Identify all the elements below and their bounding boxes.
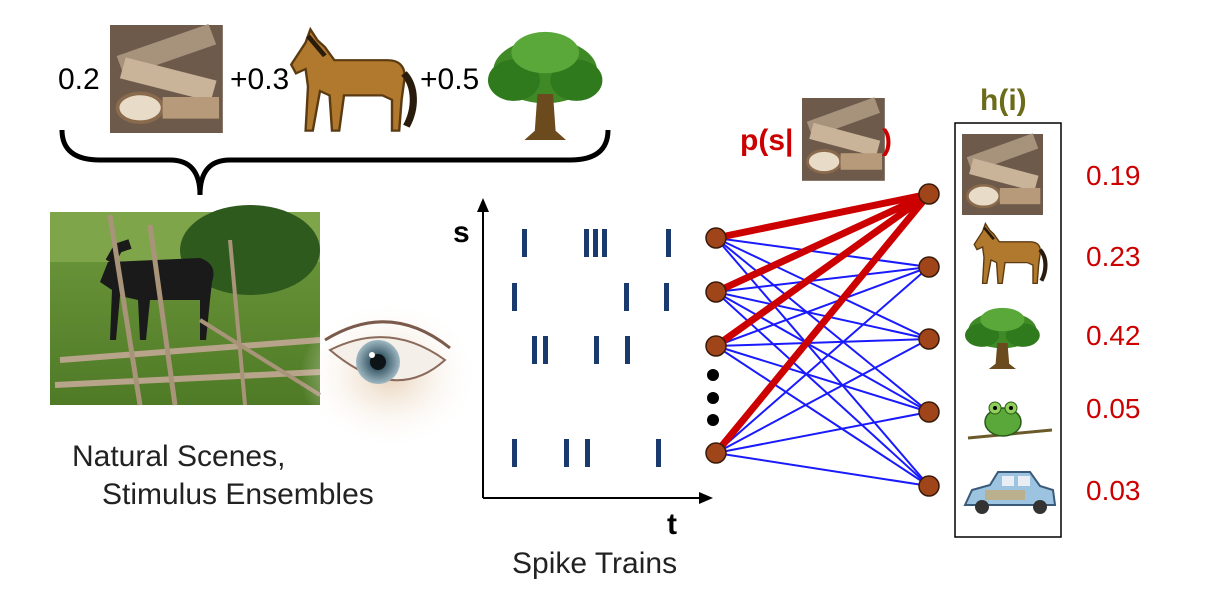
spike-tick [512, 283, 517, 311]
spike-tick [584, 229, 589, 257]
spike-tick [656, 439, 661, 467]
strong-connection [714, 190, 931, 296]
raster-x-label: t [667, 508, 677, 541]
likelihood-label-open: p(s| [740, 124, 794, 157]
prior-value-5: 0.03 [1086, 475, 1141, 506]
coefficient-2: +0.3 [230, 63, 290, 96]
scene-caption-line2: Stimulus Ensembles [102, 478, 374, 511]
grouping-brace [59, 129, 611, 196]
weak-connection [715, 338, 930, 454]
ellipsis-dots [707, 369, 719, 426]
strong-connection [715, 190, 930, 242]
output-neuron [918, 328, 940, 350]
input-neuron [705, 335, 727, 357]
prior-value-3: 0.42 [1086, 320, 1141, 351]
output-neuron [918, 401, 940, 423]
output-neuron [918, 256, 940, 278]
prior-car-icon [963, 471, 1057, 514]
weak-connection [715, 411, 930, 454]
spike-tick [522, 229, 527, 257]
spike-tick [543, 336, 548, 364]
spike-tick [625, 336, 630, 364]
output-neuron [918, 183, 940, 205]
mixture-logs-image [108, 22, 225, 135]
output-neuron [918, 475, 940, 497]
spike-tick [624, 283, 629, 311]
spike-tick [594, 336, 599, 364]
scene-photo [50, 205, 322, 406]
spike-tick [602, 229, 607, 257]
scene-caption-line1: Natural Scenes, [72, 440, 286, 473]
prior-frog-icon [967, 401, 1053, 440]
spike-tick [664, 283, 669, 311]
prior-value-1: 0.19 [1086, 160, 1141, 191]
weak-connection [715, 345, 930, 487]
prior-panel [954, 122, 1062, 538]
weak-connection [715, 237, 930, 340]
mixture-horse-image [291, 29, 413, 130]
prior-label: h(i) [980, 84, 1027, 117]
scene-caption: Natural Scenes, Stimulus Ensembles [72, 438, 374, 514]
input-neuron [705, 281, 727, 303]
mixture-tree-image [488, 31, 603, 140]
raster-y-label: s [453, 216, 470, 249]
spike-tick [585, 439, 590, 467]
strong-connection [713, 191, 932, 349]
spike-raster [512, 229, 671, 467]
strong-connection [713, 191, 932, 456]
raster-axes [477, 198, 713, 504]
input-neuron [705, 442, 727, 464]
prior-tree-icon [965, 307, 1040, 369]
spike-tick [666, 229, 671, 257]
prior-horse-icon [974, 224, 1045, 284]
spike-tick [593, 229, 598, 257]
weak-connection [715, 338, 930, 347]
weak-connection [715, 266, 930, 454]
spike-tick [532, 336, 537, 364]
weak-connection [715, 345, 930, 413]
network [705, 183, 940, 497]
spike-tick [564, 439, 569, 467]
coefficient-3: +0.5 [420, 63, 480, 96]
prior-value-2: 0.23 [1086, 241, 1141, 272]
eye-image [300, 300, 480, 450]
weak-connection [715, 266, 930, 293]
likelihood-label-close: ) [882, 124, 892, 157]
weak-connection [715, 452, 930, 487]
likelihood-logs-image [800, 95, 887, 183]
spike-trains-caption: Spike Trains [512, 547, 678, 580]
spike-tick [512, 439, 517, 467]
coefficient-1: 0.2 [58, 63, 100, 96]
input-neuron [705, 227, 727, 249]
weak-connection [715, 266, 930, 347]
weak-connection [715, 291, 930, 340]
weak-connection [715, 237, 930, 268]
weak-connection [715, 291, 930, 413]
prior-value-4: 0.05 [1086, 393, 1141, 424]
prior-logs-icon [960, 131, 1045, 217]
